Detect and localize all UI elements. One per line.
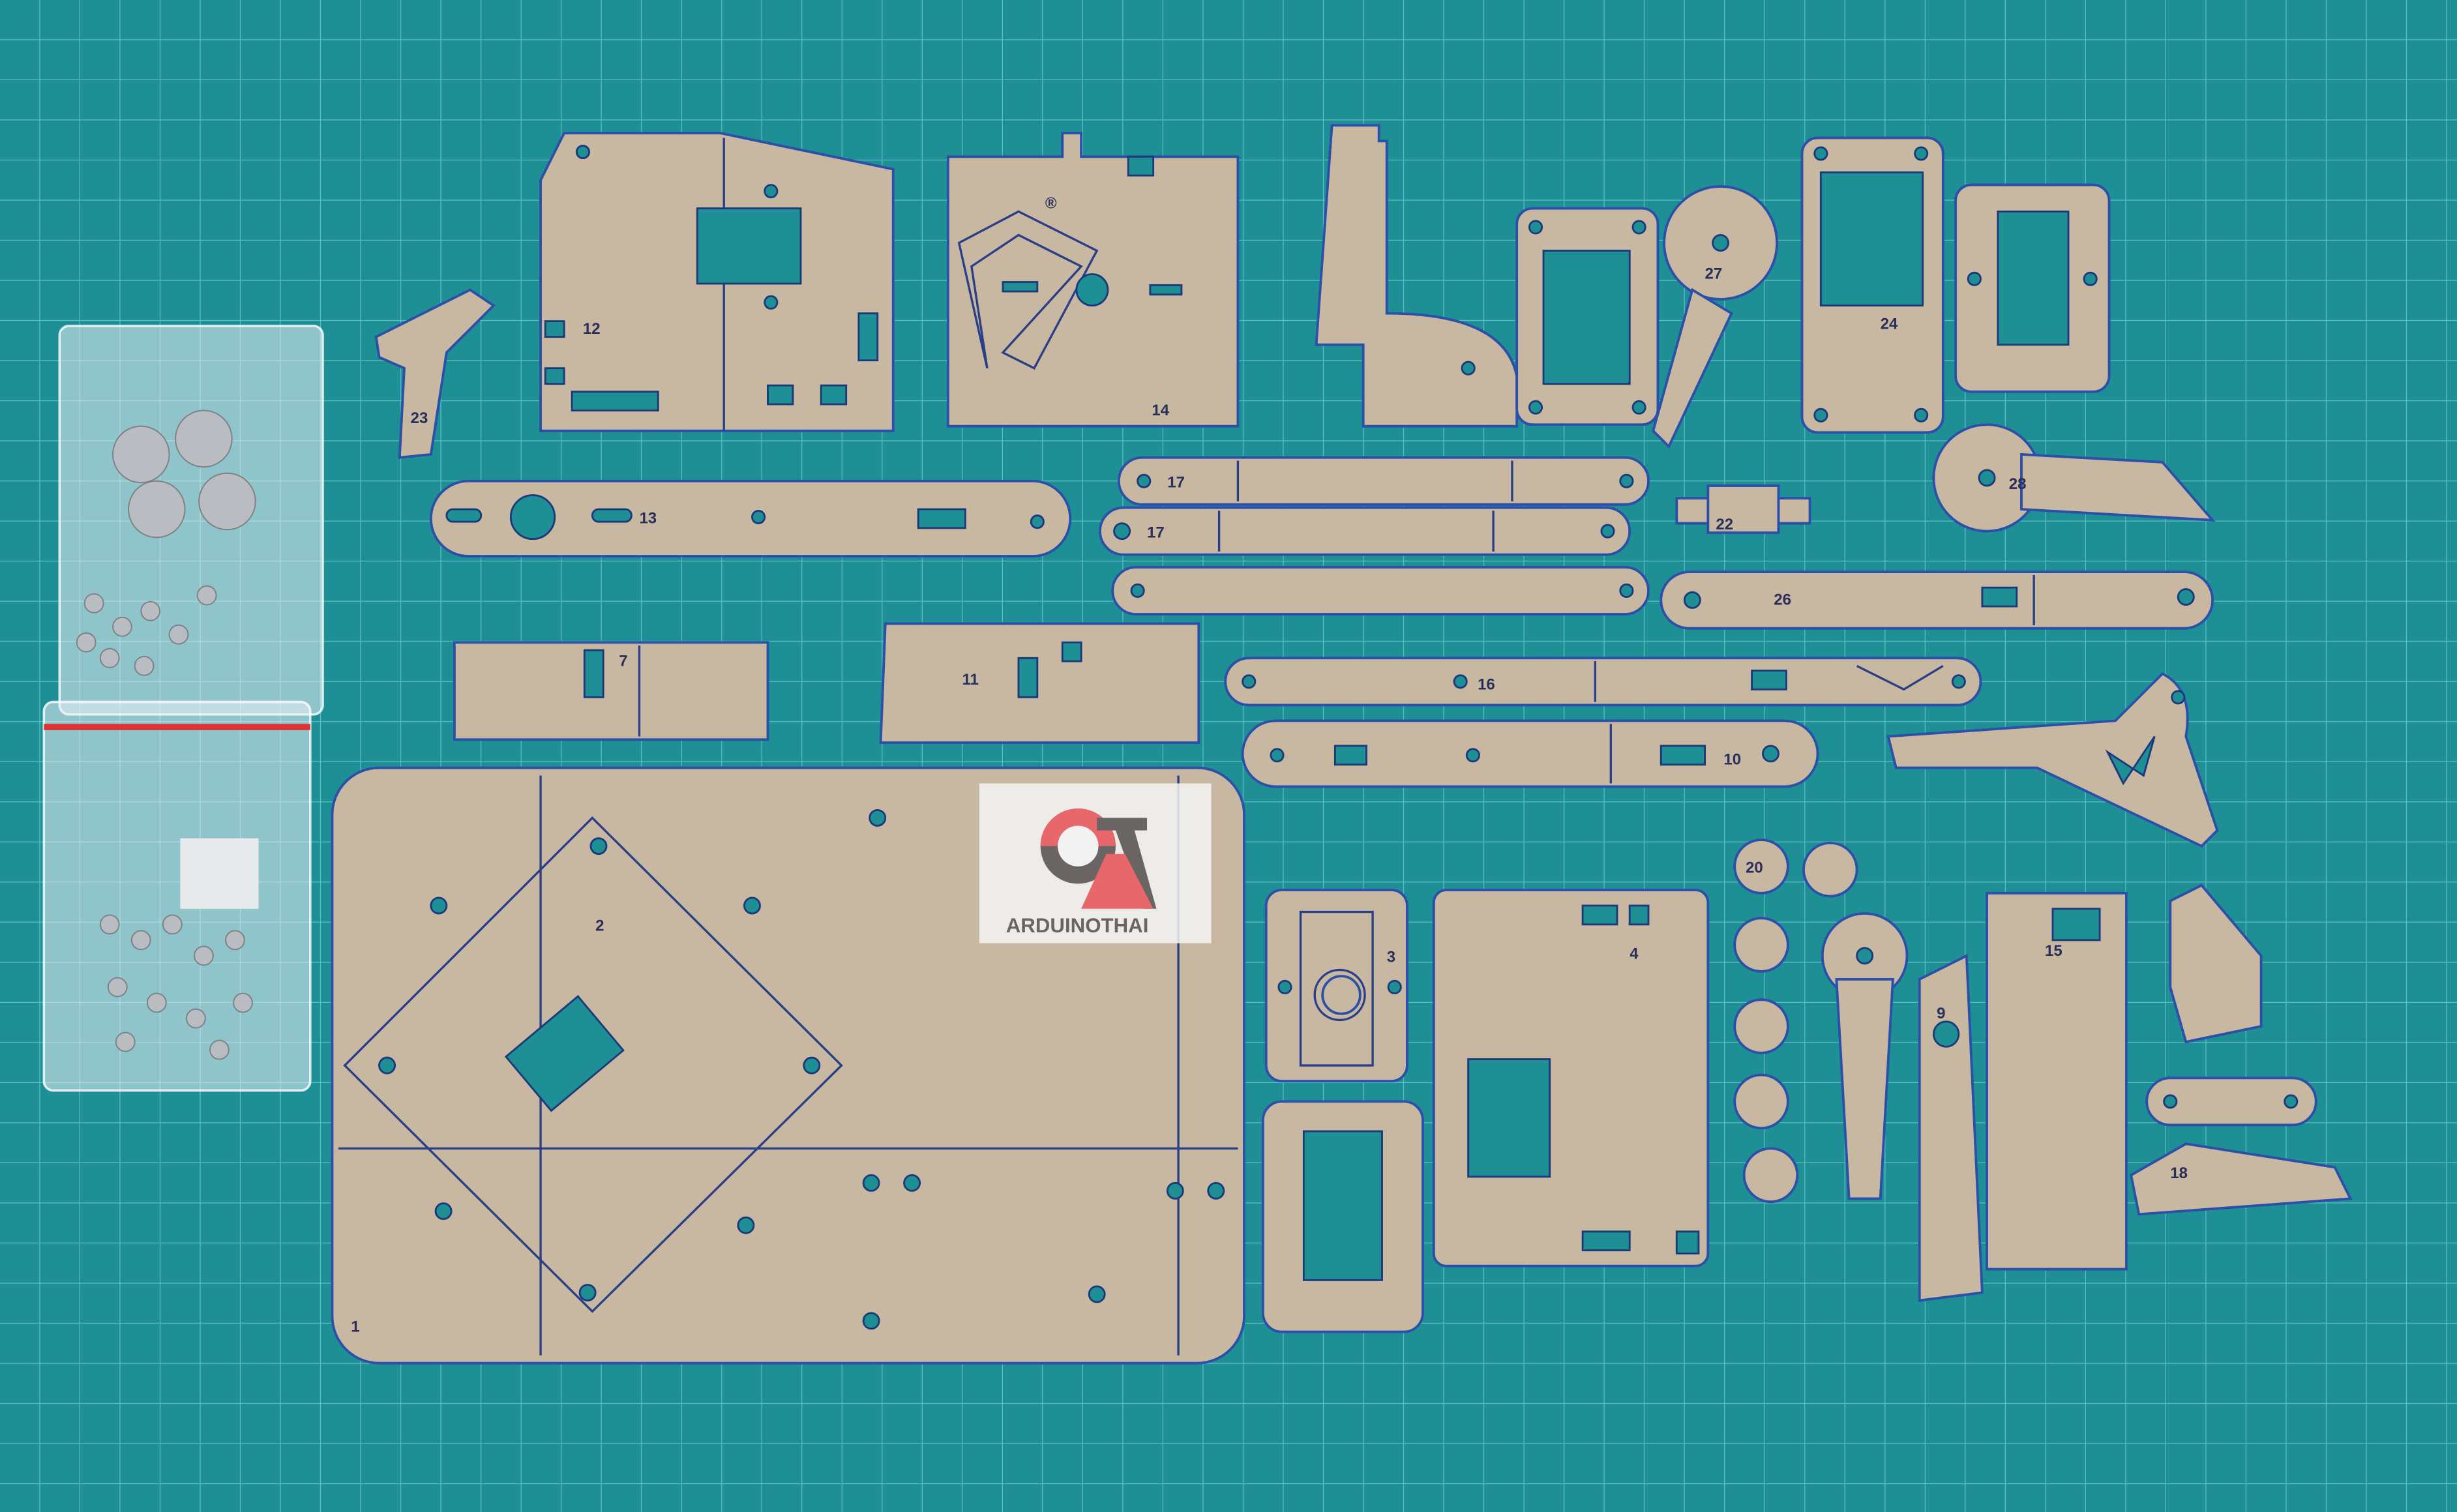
part-number: 14 [1152, 402, 1169, 419]
screw-bag-top [58, 325, 324, 716]
screw-bag-bottom [42, 700, 312, 1092]
part-number: 22 [1716, 516, 1733, 533]
part-small-link [2145, 1076, 2317, 1127]
part-number: 3 [1387, 949, 1395, 966]
part-number: 11 [962, 671, 978, 689]
screws [99, 914, 253, 1060]
part-20-discs: 20 [1321, 838, 1858, 1204]
part-28-gear-rack: 28 [1932, 423, 2216, 533]
part-7: 7 [453, 641, 769, 741]
part-23: 23 [374, 288, 496, 459]
part-18: 18 [2130, 1142, 2353, 1216]
part-number: 12 [583, 320, 601, 338]
registered-mark: ® [1045, 195, 1057, 213]
part-15: 15 [1986, 891, 2128, 1271]
part-number: 4 [1630, 945, 1639, 963]
part-number: 16 [1478, 675, 1495, 693]
part-17-link-b: 17 [1099, 506, 1631, 556]
part-11: 11 [879, 622, 1200, 744]
part-number: 7 [619, 652, 627, 670]
part-number: 1 [351, 1318, 359, 1336]
part-number: 2 [595, 917, 604, 934]
part-number: 20 [1746, 859, 1763, 877]
arduinothai-watermark: ARDUINOTHAI [979, 783, 1212, 943]
part-servo-frame-2 [1954, 183, 2111, 393]
part-number: 27 [1705, 265, 1723, 283]
part-v-bracket [1886, 672, 2219, 848]
part-16: 16 [1224, 657, 1982, 707]
part-number: 10 [1723, 751, 1741, 769]
part-4: 4 [1432, 889, 1710, 1267]
screws [76, 585, 217, 676]
part-26: 26 [1660, 571, 2214, 630]
watermark-text: ARDUINOTHAI [1006, 914, 1149, 937]
part-link-plain [1111, 566, 1650, 615]
part-small-claw [2169, 883, 2263, 1044]
part-number: 15 [2045, 942, 2062, 960]
part-22: 22 [1675, 484, 1811, 534]
part-number: 23 [411, 409, 428, 427]
part-servo-horn [1821, 912, 1909, 1200]
part-27-gear-claw: 27 [1652, 185, 1778, 449]
part-9: 9 [1918, 953, 1984, 1302]
part-servo-frame-3 [1261, 1100, 1424, 1333]
part-14: ® 14 [946, 132, 1240, 428]
part-17-link-a: 17 [1117, 456, 1650, 506]
part-servo-frame [1515, 207, 1660, 426]
part-number: 13 [639, 510, 657, 527]
part-number: 26 [1774, 591, 1791, 609]
part-number: 18 [2170, 1164, 2188, 1182]
part-number: 28 [2009, 475, 2027, 493]
part-number: 9 [1937, 1005, 1945, 1022]
part-12: 12 [539, 132, 895, 432]
part-10: 10 [1241, 719, 1819, 788]
part-13-arm: 13 [429, 479, 1072, 558]
part-number: 17 [1167, 473, 1185, 491]
part-24: 24 [1800, 136, 1944, 434]
part-number: 24 [1881, 316, 1898, 333]
part-number: 17 [1147, 524, 1165, 541]
